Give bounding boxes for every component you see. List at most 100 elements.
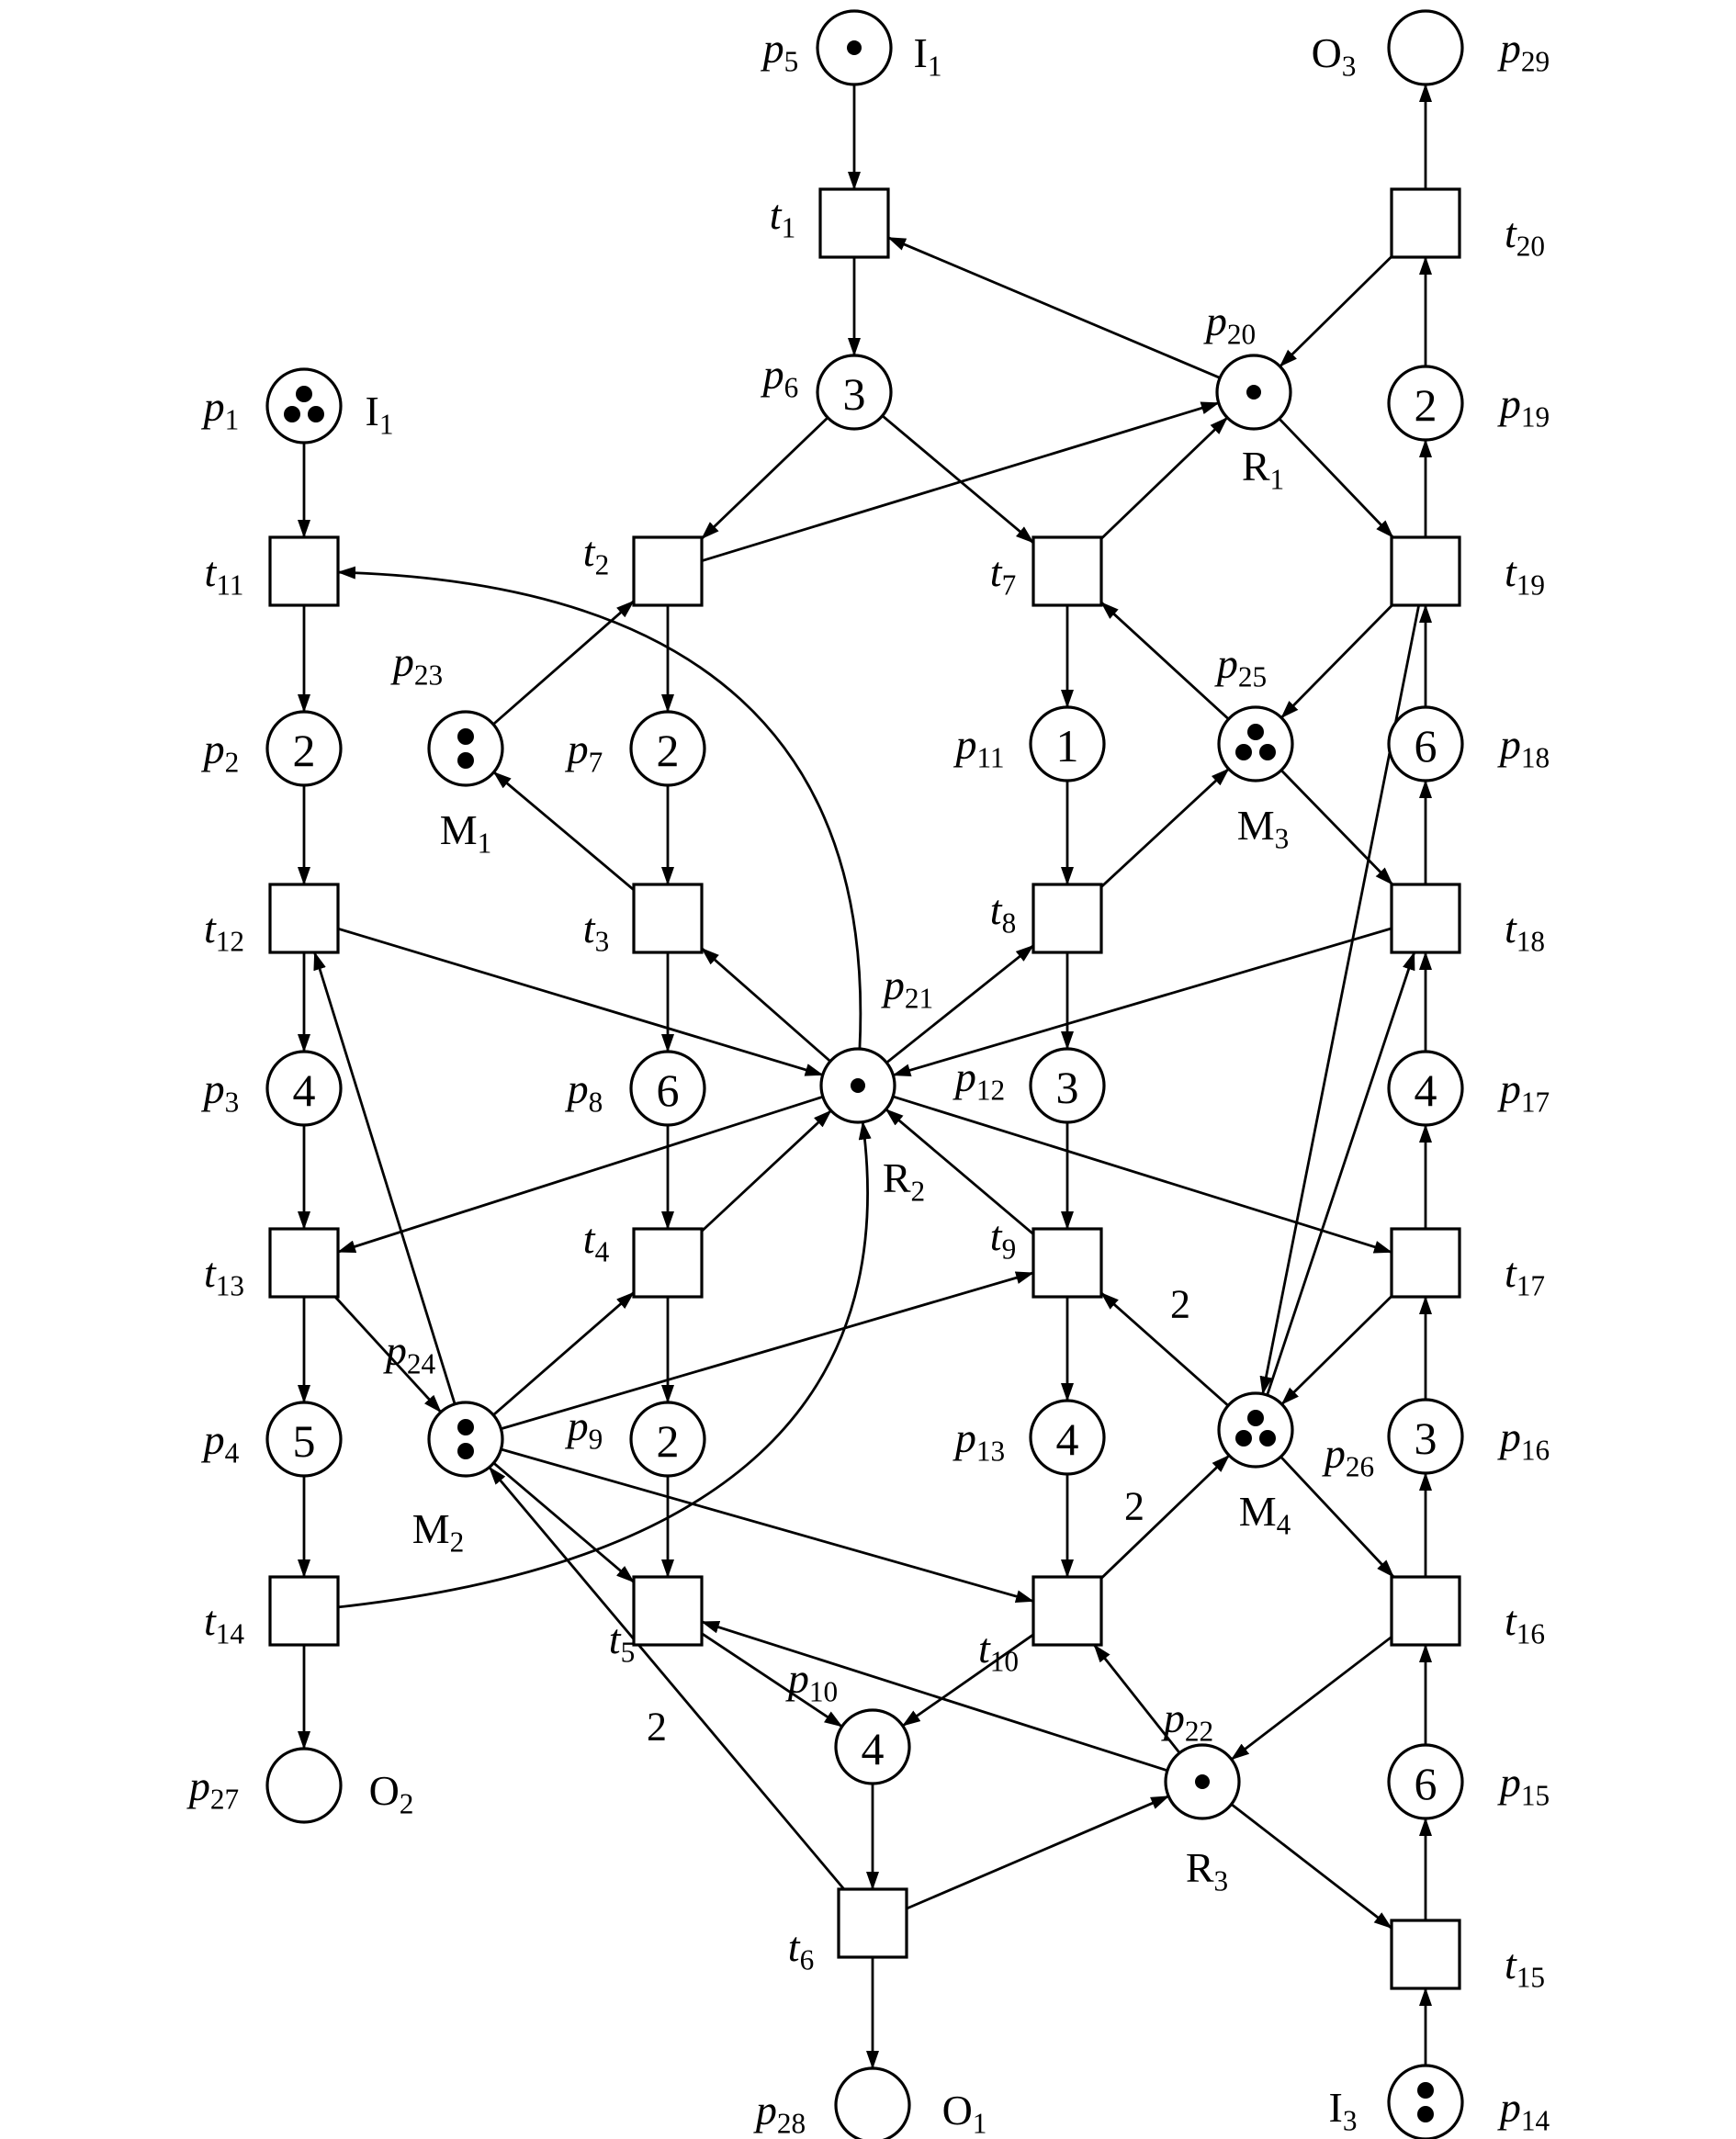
token-dot	[847, 40, 862, 55]
arc-weight-label: 2	[1124, 1484, 1144, 1529]
arc-t18-p21	[892, 927, 1392, 1077]
token-dot	[1195, 1774, 1210, 1789]
transition-box	[268, 883, 340, 954]
arc-t10-p26	[1100, 1454, 1231, 1580]
transition-box	[1390, 1227, 1461, 1299]
place-circle	[427, 710, 504, 787]
transition-label-t14: t14	[204, 1597, 244, 1650]
place-count: 1	[1056, 720, 1079, 771]
place-circle	[629, 710, 706, 787]
place-label-p25: p25	[1214, 640, 1267, 693]
token-dot	[1235, 1430, 1252, 1447]
transition-t4	[632, 1227, 704, 1299]
transition-box	[1390, 1919, 1461, 1990]
token-dot	[1235, 744, 1252, 760]
place-circle	[1217, 705, 1294, 782]
arc-p26-t16	[1279, 1456, 1395, 1578]
place-label-p23: p23	[390, 638, 443, 692]
place-label-p26: p26	[1322, 1430, 1374, 1483]
place-label-p24: p24	[383, 1327, 436, 1380]
transition-t20	[1390, 187, 1461, 259]
place-p8: 6	[629, 1050, 706, 1127]
transition-t18	[1390, 883, 1461, 954]
place-count: 6	[1415, 1758, 1437, 1809]
transition-box	[268, 535, 340, 607]
place-circle	[1029, 1399, 1106, 1476]
transition-box	[1031, 1575, 1103, 1647]
transition-label-t10: t10	[978, 1625, 1019, 1678]
place-label-p6: p6	[761, 351, 799, 404]
arc-t19-p25	[1280, 604, 1393, 719]
token-dot	[1417, 2106, 1434, 2122]
arc-t6-p22	[906, 1795, 1170, 1910]
token-dot	[1247, 1410, 1264, 1426]
arc-p24-t12	[313, 951, 457, 1405]
transition-label-t2: t2	[583, 528, 609, 581]
place-circle	[1387, 1743, 1464, 1820]
transition-t6	[837, 1887, 908, 1959]
place-circle	[1387, 705, 1464, 782]
place-count: 3	[843, 368, 866, 420]
place-label-p29: p29	[1497, 25, 1550, 78]
place-circle	[1029, 705, 1106, 782]
place-count: 6	[1415, 720, 1437, 771]
place-label-p14: p14	[1497, 2084, 1550, 2137]
token-dot	[457, 752, 474, 769]
place-tag-p25: M3	[1237, 802, 1290, 855]
place-circle	[265, 367, 343, 445]
token-dot	[308, 406, 324, 422]
place-tag-p21: R2	[883, 1154, 925, 1208]
arc-t6-p24	[488, 1466, 845, 1890]
arc-p25-t7	[1100, 601, 1230, 720]
place-label-p12: p12	[953, 1053, 1005, 1107]
transition-box	[1390, 1575, 1461, 1647]
arc-t3-p23	[492, 771, 635, 891]
token-dot	[1247, 724, 1264, 740]
token-dot	[1259, 1430, 1276, 1447]
transition-box	[1031, 883, 1103, 954]
place-count: 5	[293, 1415, 316, 1467]
place-p11: 1	[1029, 705, 1106, 782]
place-count: 4	[293, 1064, 316, 1116]
place-circle	[265, 1050, 343, 1127]
transition-label-t20: t20	[1505, 209, 1545, 263]
place-circle	[1387, 1050, 1464, 1127]
transition-label-t18: t18	[1505, 905, 1545, 958]
transition-label-t12: t12	[204, 905, 244, 958]
place-count: 4	[1415, 1064, 1437, 1116]
transition-t13	[268, 1227, 340, 1299]
transition-t10	[1031, 1575, 1103, 1647]
place-label-p3: p3	[201, 1065, 240, 1119]
transition-t15	[1390, 1919, 1461, 1990]
arc-t16-p22	[1230, 1636, 1392, 1761]
place-p21	[819, 1047, 896, 1124]
token-dot	[296, 386, 312, 402]
transition-t7	[1031, 535, 1103, 607]
place-label-p18: p18	[1497, 721, 1550, 774]
place-tag-p29: O3	[1312, 29, 1357, 83]
arc-t10-p10	[901, 1633, 1034, 1728]
transition-box	[632, 883, 704, 954]
place-p28	[834, 2066, 911, 2139]
place-p3: 4	[265, 1050, 343, 1127]
transition-t1	[818, 187, 890, 259]
arc-p23-t2	[492, 600, 635, 726]
place-label-p8: p8	[565, 1065, 603, 1119]
place-label-p27: p27	[186, 1762, 239, 1816]
place-circle	[427, 1401, 504, 1478]
place-circle	[1387, 1398, 1464, 1475]
arc-weight-label: 2	[647, 1705, 667, 1750]
arc-p6-t7	[881, 414, 1034, 544]
place-p29	[1387, 9, 1464, 86]
arc-weight-label: 2	[1170, 1282, 1190, 1327]
transition-box	[1031, 1227, 1103, 1299]
arc-p21-t13	[337, 1095, 824, 1254]
place-label-p13: p13	[953, 1414, 1005, 1468]
place-tag-p20: R1	[1242, 443, 1284, 496]
token-dot	[457, 728, 474, 745]
arc-p21-t3	[701, 947, 831, 1063]
arc-p21-t11	[337, 566, 862, 1050]
transition-t14	[268, 1575, 340, 1647]
